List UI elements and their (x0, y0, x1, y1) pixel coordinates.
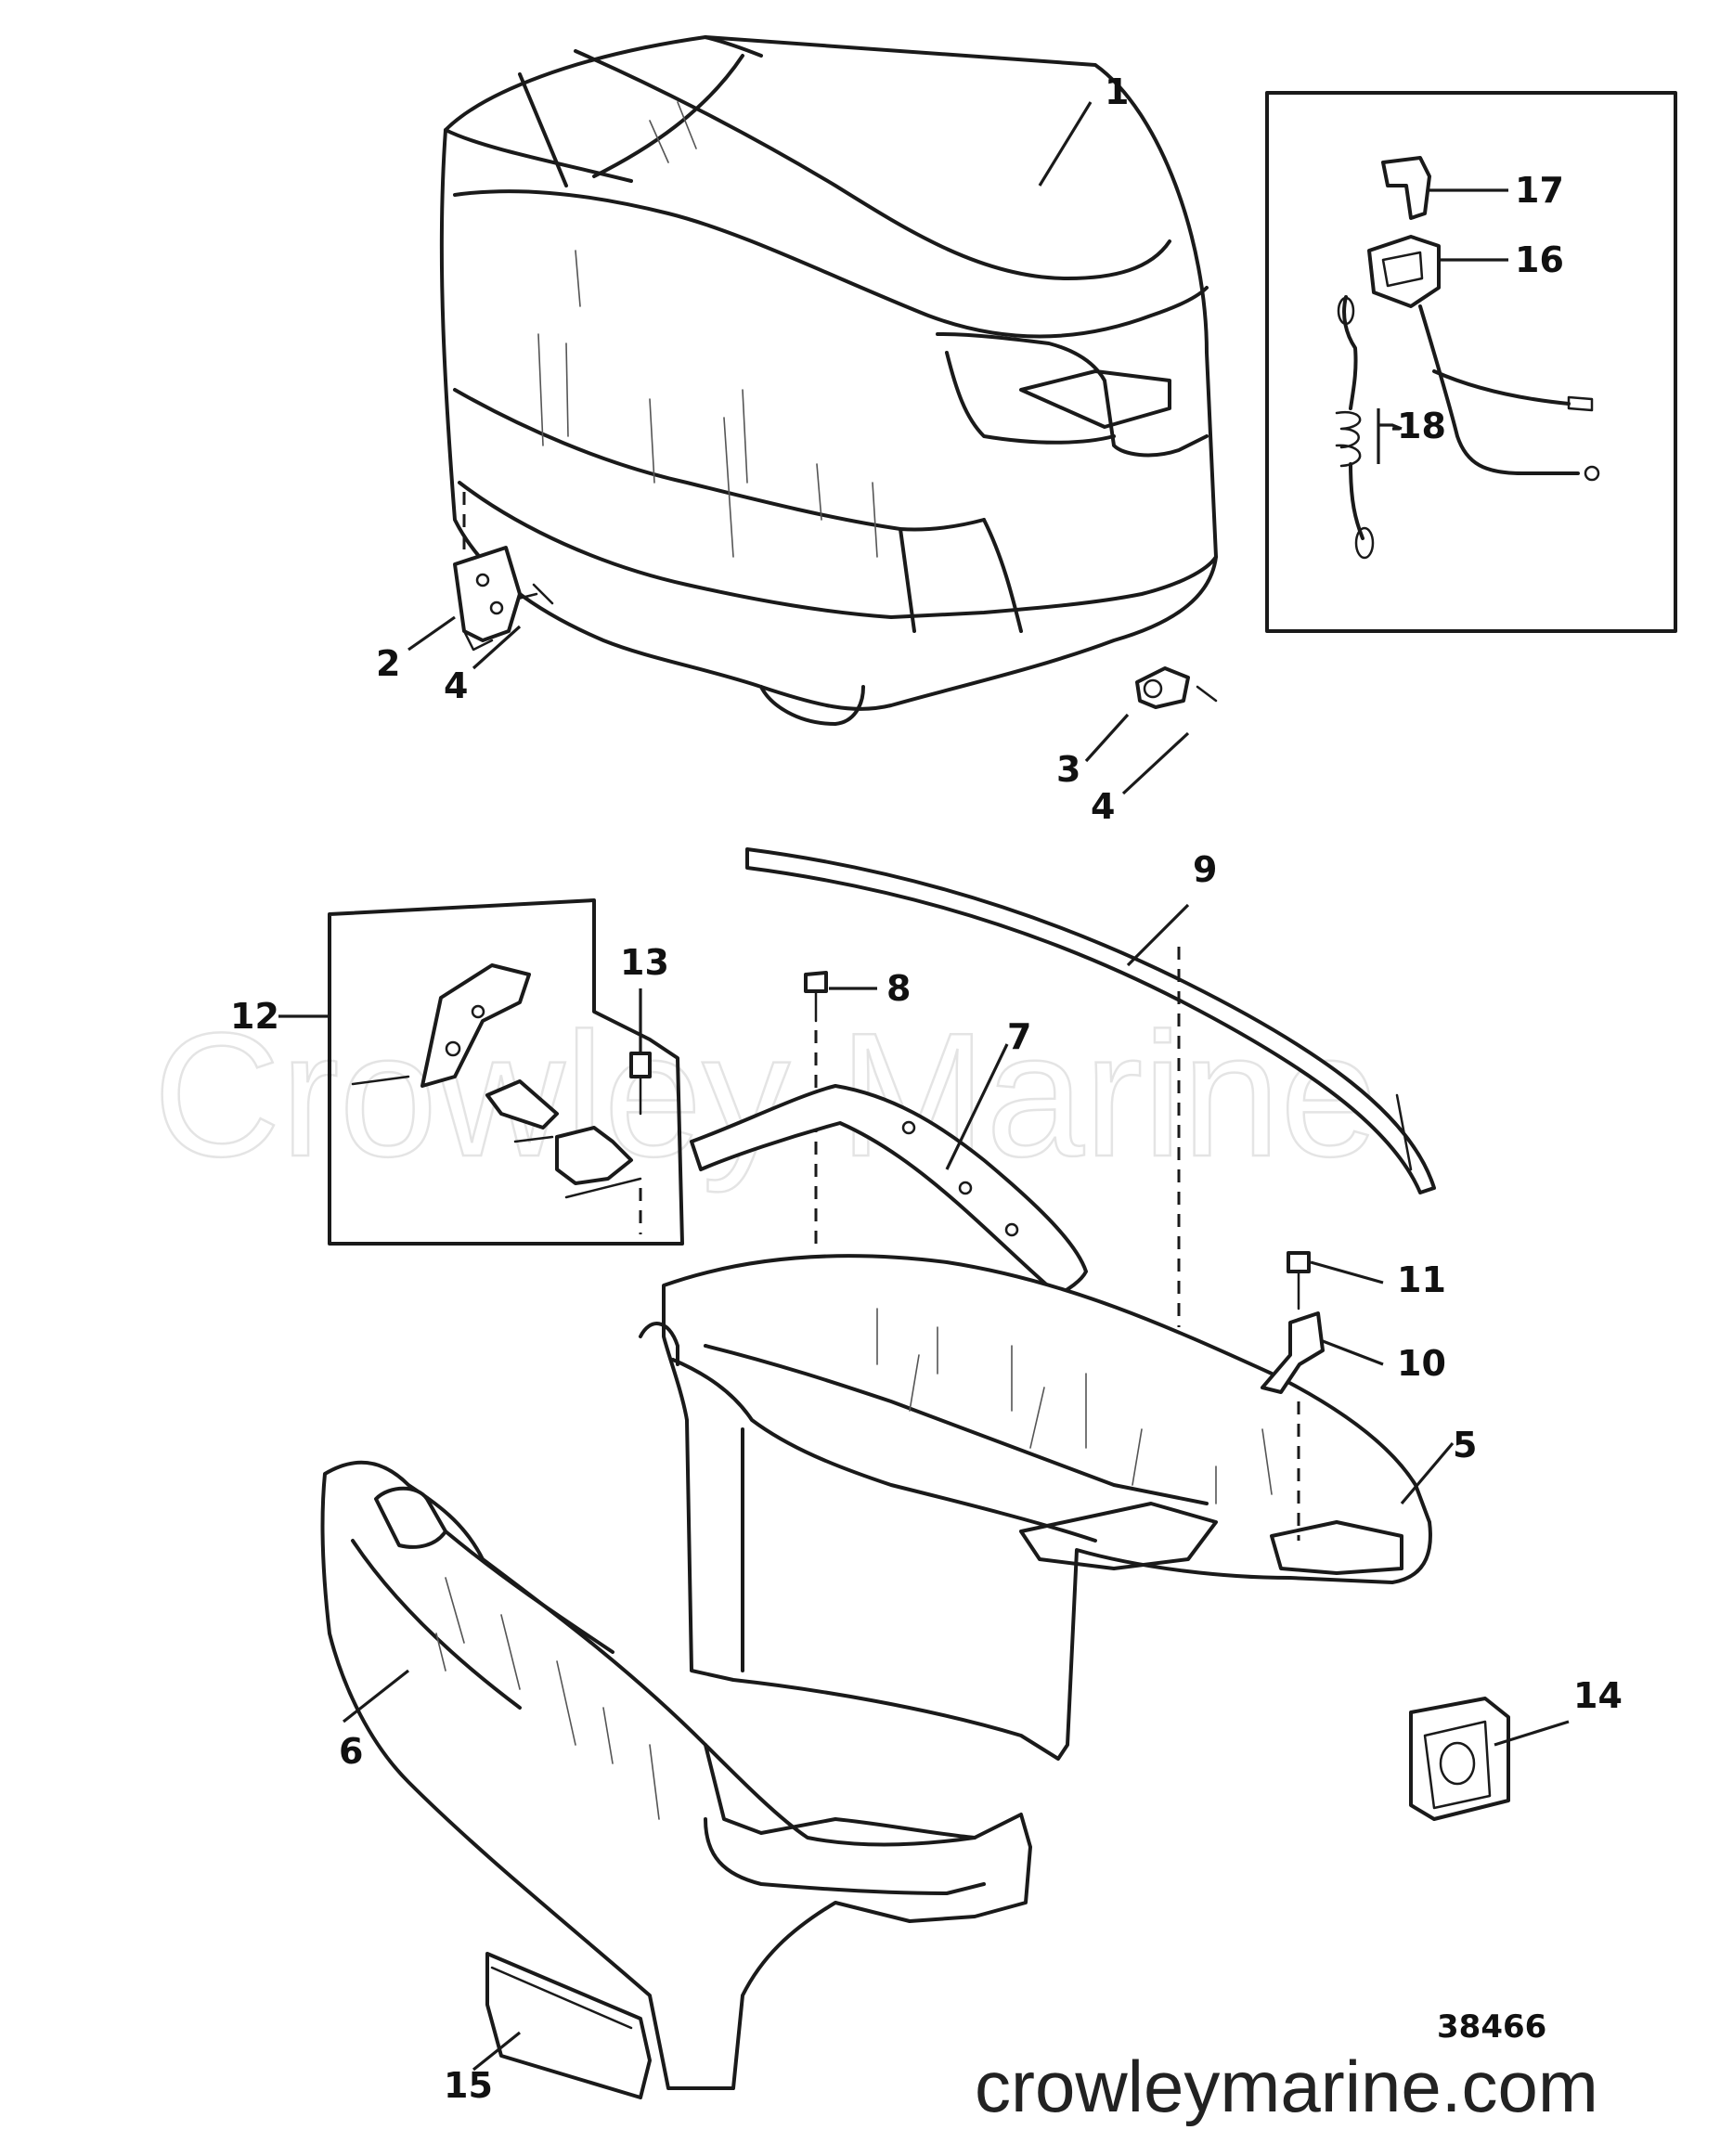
callout-10: 10 (1397, 1343, 1446, 1384)
callout-17: 17 (1515, 170, 1564, 211)
callout-leaders (278, 101, 1570, 2072)
latch-plate[interactable] (453, 546, 554, 652)
screw-11[interactable] (1287, 1251, 1311, 1310)
callout-3: 3 (1056, 749, 1080, 790)
callout-18: 18 (1397, 406, 1446, 446)
callout-8: 8 (886, 968, 911, 1009)
support-bracket[interactable] (690, 1084, 1088, 1297)
callout-12: 12 (230, 996, 279, 1037)
callout-4-upper: 4 (444, 665, 468, 706)
callout-9: 9 (1193, 849, 1217, 890)
latch-hook[interactable] (1135, 666, 1218, 709)
top-cowl[interactable] (439, 35, 1218, 726)
lanyard-clip[interactable] (1381, 156, 1431, 220)
screw-8[interactable] (804, 971, 828, 1023)
callout-16: 16 (1515, 239, 1564, 280)
inset-box-kill-switch (1265, 91, 1677, 633)
stop-switch[interactable] (1367, 235, 1600, 482)
website-link[interactable]: crowleymarine.com (975, 2046, 1598, 2127)
figure-number: 38466 (1437, 2008, 1546, 2046)
callout-5: 5 (1453, 1425, 1477, 1465)
callout-1: 1 (1105, 71, 1129, 112)
callout-2: 2 (376, 643, 400, 684)
watermark-text: Crowley Marine (153, 997, 1378, 1194)
callout-4-lower: 4 (1091, 786, 1115, 827)
lanyard-cord[interactable] (1335, 295, 1375, 560)
callout-7: 7 (1007, 1016, 1031, 1057)
callout-15: 15 (444, 2065, 493, 2106)
cover-15[interactable] (485, 1952, 652, 2099)
callout-14: 14 (1573, 1675, 1623, 1716)
latch-assembly[interactable] (351, 963, 642, 1234)
cowl-seal[interactable] (745, 847, 1436, 1194)
bracket-10[interactable] (1261, 1311, 1325, 1394)
callout-13: 13 (620, 942, 669, 983)
bottom-cowl-front[interactable] (320, 1460, 1032, 2090)
grommet-14[interactable] (1409, 1697, 1510, 1821)
callout-11: 11 (1397, 1259, 1446, 1300)
screw-13[interactable] (629, 1052, 652, 1116)
inset-box-latch (328, 898, 684, 1246)
bottom-cowl-rear[interactable] (639, 1254, 1432, 1761)
callout-6: 6 (339, 1731, 363, 1772)
